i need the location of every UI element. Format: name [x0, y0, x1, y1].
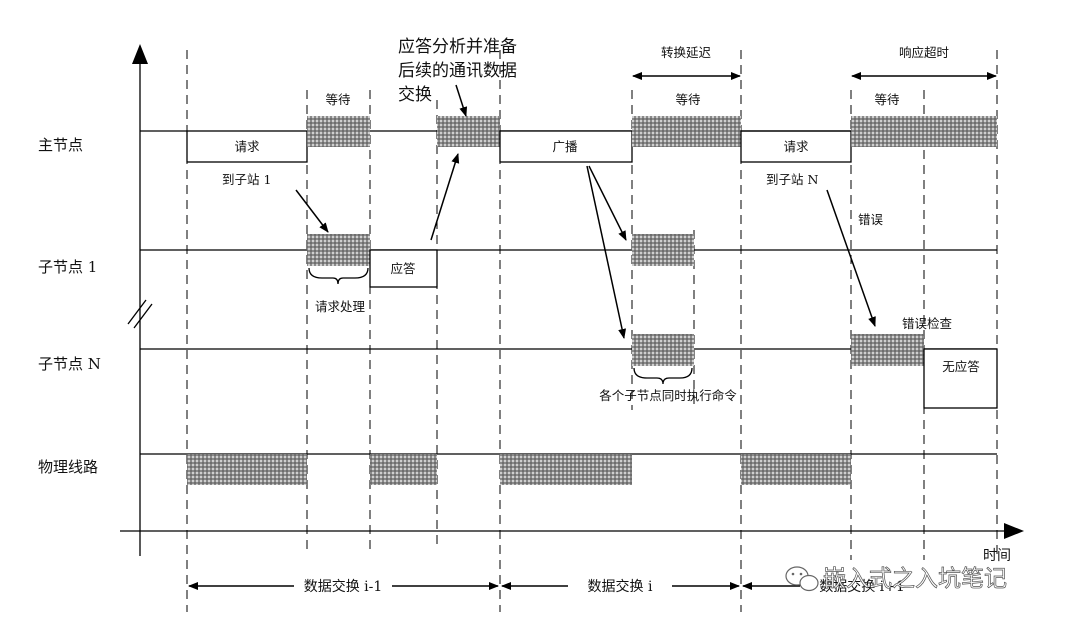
master-wait-block: [307, 116, 370, 147]
master-broadcast-label: 广播: [552, 139, 578, 154]
to-slave-1-note: 到子站 1: [222, 172, 271, 187]
master-wait-label-1: 等待: [325, 92, 351, 107]
axes: 时间: [120, 44, 1024, 564]
physical-timeline: [140, 453, 997, 485]
master-broadcast-block: [499, 130, 633, 163]
master-request-block: [186, 130, 308, 163]
physical-busy-block: [370, 454, 437, 485]
time-axis-label: 时间: [983, 548, 1011, 564]
exchange-label-3: 数据交换 i+1: [819, 578, 905, 595]
error-label: 错误: [858, 212, 884, 227]
wechat-icon: [785, 566, 819, 592]
exchange-spans: 数据交换 i-1 数据交换 i 数据交换 i+1: [188, 578, 905, 595]
error-arrow: [826, 189, 876, 327]
x-axis-arrowhead: [1004, 523, 1024, 539]
master-timeline: 请求 等待 广播 等待 请求 等待 到子站 1 到子站 N: [140, 92, 997, 187]
row-label-slaveN: 子节点 N: [38, 355, 101, 373]
request-processing-label: 请求处理: [315, 299, 366, 314]
watermark-text: 嵌入式之入坑笔记: [823, 566, 1007, 592]
slaveN-no-response-block: [923, 348, 998, 409]
switch-delay-label: 转换延迟: [661, 45, 712, 60]
master-wait-block: [632, 116, 741, 147]
master-request-n-label: 请求: [783, 139, 809, 154]
axis-break-mark-1: [127, 299, 147, 325]
y-axis-arrowhead: [132, 44, 148, 64]
analysis-note-line3: 交换: [398, 85, 432, 105]
physical-busy-block: [500, 454, 632, 485]
row-label-physical: 物理线路: [38, 458, 98, 476]
no-response-label: 无应答: [942, 359, 980, 374]
response-to-master-arrow: [430, 153, 460, 241]
slaveN-execute-block: [632, 334, 694, 366]
analysis-note-line1: 应答分析并准备: [398, 37, 517, 57]
exchange-label-2: 数据交换 i: [588, 578, 653, 595]
simultaneous-execute-label: 各个子节点同时执行命令: [599, 388, 737, 403]
analysis-pointer-arrow: [455, 84, 468, 117]
master-wait-label-2: 等待: [675, 92, 701, 107]
row-label-slave1: 子节点 1: [38, 258, 97, 276]
broadcast-to-slaveN-arrow: [586, 165, 627, 339]
request-to-slave1-arrow: [295, 189, 329, 233]
simultaneous-execute-brace: [633, 367, 693, 385]
slave1-execute-block: [632, 234, 694, 266]
master-timeout-wait-block: [851, 116, 997, 147]
slave1-timeline: 应答 请求处理: [140, 153, 997, 314]
response-timeout-label: 响应超时: [899, 45, 950, 60]
to-slave-n-note: 到子站 N: [766, 172, 818, 187]
watermark: 嵌入式之入坑笔记: [785, 566, 1007, 592]
master-request-label: 请求: [234, 139, 260, 154]
master-wait-label-3: 等待: [874, 92, 900, 107]
slaveN-error-check-block: [851, 334, 924, 366]
master-request-n-block: [740, 130, 852, 163]
slave1-response-label: 应答: [390, 261, 416, 276]
slave1-processing-block: [307, 234, 370, 266]
master-analysis-block: [437, 116, 500, 147]
request-processing-brace: [308, 267, 369, 285]
physical-busy-block: [741, 454, 851, 485]
physical-busy-block: [187, 454, 307, 485]
analysis-note-line2: 后续的通讯数据: [398, 61, 517, 81]
axis-break-mark-2: [133, 303, 153, 329]
row-label-master: 主节点: [38, 136, 83, 154]
slave1-response-block: [369, 249, 438, 288]
broadcast-to-slave1-arrow: [588, 165, 627, 241]
top-annotations: 应答分析并准备 后续的通讯数据 交换 转换延迟 响应超时: [398, 37, 997, 117]
error-check-label: 错误检查: [902, 316, 953, 331]
slaveN-timeline: 各个子节点同时执行命令 错误检查 无应答 错误: [140, 165, 998, 409]
exchange-label-1: 数据交换 i-1: [304, 578, 383, 595]
